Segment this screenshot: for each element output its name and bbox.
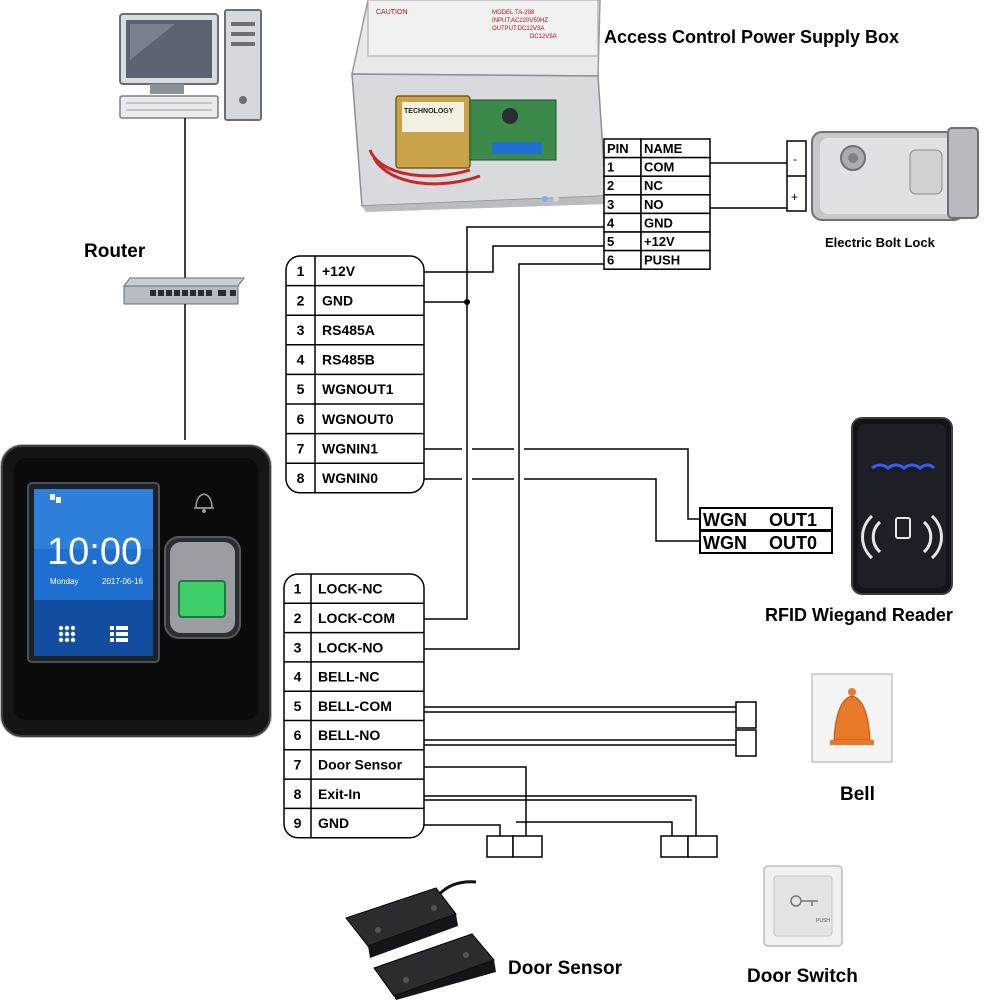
door-sensor-label: Door Sensor	[508, 958, 623, 979]
power-table-name: +12V	[644, 234, 675, 249]
terminal-day: Monday	[50, 577, 78, 586]
fingerprint-sensor[interactable]	[178, 580, 226, 618]
connector-a-pin-number: 7	[297, 440, 305, 456]
connector-a-pin-name: +12V	[322, 263, 356, 279]
connector-b-pin-name: BELL-NO	[318, 727, 380, 743]
access-terminal-device: 10:00 Monday 2017-06-16	[0, 444, 272, 738]
power-box-output: OUTPUT:DC12V3A	[492, 26, 544, 32]
connector-a-pin-number: 2	[297, 292, 305, 308]
lock-plus-terminal: +	[791, 190, 798, 204]
connector-b-pin-name: LOCK-NC	[318, 581, 383, 597]
wiegand-pin-out0-name: WGN	[703, 533, 747, 553]
connector-a-pin-number: 1	[297, 263, 305, 279]
door-switch-label: Door Switch	[747, 966, 858, 987]
connector-b-pin-number: 9	[294, 815, 302, 831]
door-sensor-terminals	[486, 835, 543, 858]
connector-b-pin-name: Door Sensor	[318, 756, 403, 772]
connector-a-pin-name: WGNOUT1	[322, 381, 394, 397]
connector-b-pin-name: BELL-NC	[318, 669, 379, 685]
connector-a-pin-name: WGNIN1	[322, 440, 378, 456]
power-table-pin: 2	[607, 178, 614, 193]
connector-b-outline	[283, 573, 425, 839]
terminal-time: 10:00	[47, 531, 142, 573]
wiegand-pin-out1-name: WGN	[703, 510, 747, 530]
connector-b-pin-number: 6	[294, 727, 302, 743]
connector-a-pin-name: GND	[322, 292, 353, 308]
power-table-name-header: NAME	[644, 141, 683, 156]
terminal-date: 2017-06-16	[102, 577, 143, 586]
connector-b-pin-name: LOCK-NO	[318, 639, 383, 655]
wiegand-pin-boxes: WGN OUT1 WGN OUT0	[699, 507, 833, 554]
power-table-name: NC	[644, 178, 663, 193]
rfid-reader-icon	[851, 417, 953, 595]
connector-b-pin-number: 1	[294, 581, 302, 597]
connector-a-pin-name: RS485B	[322, 352, 375, 368]
connector-a-pin-number: 8	[297, 470, 305, 486]
connector-a-pin-number: 3	[297, 322, 305, 338]
door-switch-icon: PUSH	[763, 865, 843, 947]
wiegand-pin-out0-value: OUT0	[769, 533, 817, 553]
connector-b-pin-name: LOCK-COM	[318, 610, 395, 626]
connector-b-pin-number: 5	[294, 698, 302, 714]
connector-b-pin-name: GND	[318, 815, 349, 831]
connector-b-pin-number: 2	[294, 610, 302, 626]
door-switch-terminals	[660, 835, 718, 858]
router-icon	[123, 277, 245, 305]
network-status-icon	[50, 494, 61, 503]
connector-a-pin-name: WGNIN0	[322, 470, 378, 486]
bell-label: Bell	[840, 784, 875, 805]
door-switch-push-text: PUSH	[816, 918, 830, 924]
power-box-caution: CAUTION	[376, 9, 408, 16]
keypad-icon[interactable]	[58, 625, 76, 643]
electric-bolt-lock-icon	[811, 127, 979, 221]
menu-icon[interactable]	[110, 626, 128, 642]
power-table-name: NO	[644, 197, 664, 212]
connector-b-pin-name: Exit-In	[318, 786, 361, 802]
power-table-name: PUSH	[644, 253, 680, 268]
power-table-pin: 6	[607, 253, 614, 268]
power-table-pin: 1	[607, 160, 614, 175]
power-table-pin: 4	[607, 215, 615, 230]
power-box-input: INPUT:AC220V50HZ	[492, 18, 548, 24]
transformer-label: TECHNOLOGY	[404, 108, 454, 115]
bell-icon	[811, 673, 893, 763]
lock-minus-terminal: -	[793, 152, 797, 166]
wiegand-pin-out1-value: OUT1	[769, 510, 817, 530]
connector-b-pin-number: 4	[294, 669, 302, 685]
connector-a-pin-name: WGNOUT0	[322, 411, 394, 427]
doorbell-button-icon[interactable]	[194, 493, 214, 513]
power-table-name: COM	[644, 160, 674, 175]
power-box-output-2: DC12V5A	[530, 34, 557, 40]
power-supply-title: Access Control Power Supply Box	[604, 27, 899, 47]
computer-icon	[119, 9, 262, 121]
bolt-lock-label: Electric Bolt Lock	[825, 235, 936, 250]
power-box-model: MODEL:TA-298	[492, 10, 535, 16]
power-table-name-cell	[640, 249, 711, 270]
power-table-name: GND	[644, 215, 673, 230]
connector-a-pin-number: 6	[297, 411, 305, 427]
wires	[424, 162, 787, 836]
power-table-pin: 5	[607, 234, 614, 249]
rfid-reader-label: RFID Wiegand Reader	[765, 605, 953, 625]
door-sensor-icon	[345, 880, 496, 1000]
connector-a-pin-number: 4	[297, 352, 305, 368]
power-table-pin: 3	[607, 197, 614, 212]
connector-b: 1 LOCK-NC 2 LOCK-COM 3 LOCK-NO 4 BELL-NC 5 BELL-C…	[283, 573, 425, 839]
connector-b-pin-name: BELL-COM	[318, 698, 392, 714]
connector-b-pin-number: 7	[294, 756, 302, 772]
power-pin-table: PIN NAME 1 COM 2 NC 3 NO 4 GND 5 +12V 6 PUSH	[603, 138, 711, 270]
bell-terminals	[735, 701, 757, 757]
connector-b-pin-number: 3	[294, 639, 302, 655]
bolt-lock-terminals: - +	[786, 140, 807, 212]
connector-a: 1 +12V 2 GND 3 RS485A 4 RS485B 5 WGNOUT1 6 WGNOUT0 7…	[285, 255, 425, 494]
router-label: Router	[84, 241, 146, 262]
power-supply-box-icon: CAUTION MODEL:TA-298 INPUT:AC220V50HZ OU…	[351, 0, 608, 212]
connector-b-pin-number: 8	[294, 786, 302, 802]
connector-a-pin-number: 5	[297, 381, 305, 397]
connector-a-pin-name: RS485A	[322, 322, 375, 338]
power-table-pin-header: PIN	[607, 141, 629, 156]
